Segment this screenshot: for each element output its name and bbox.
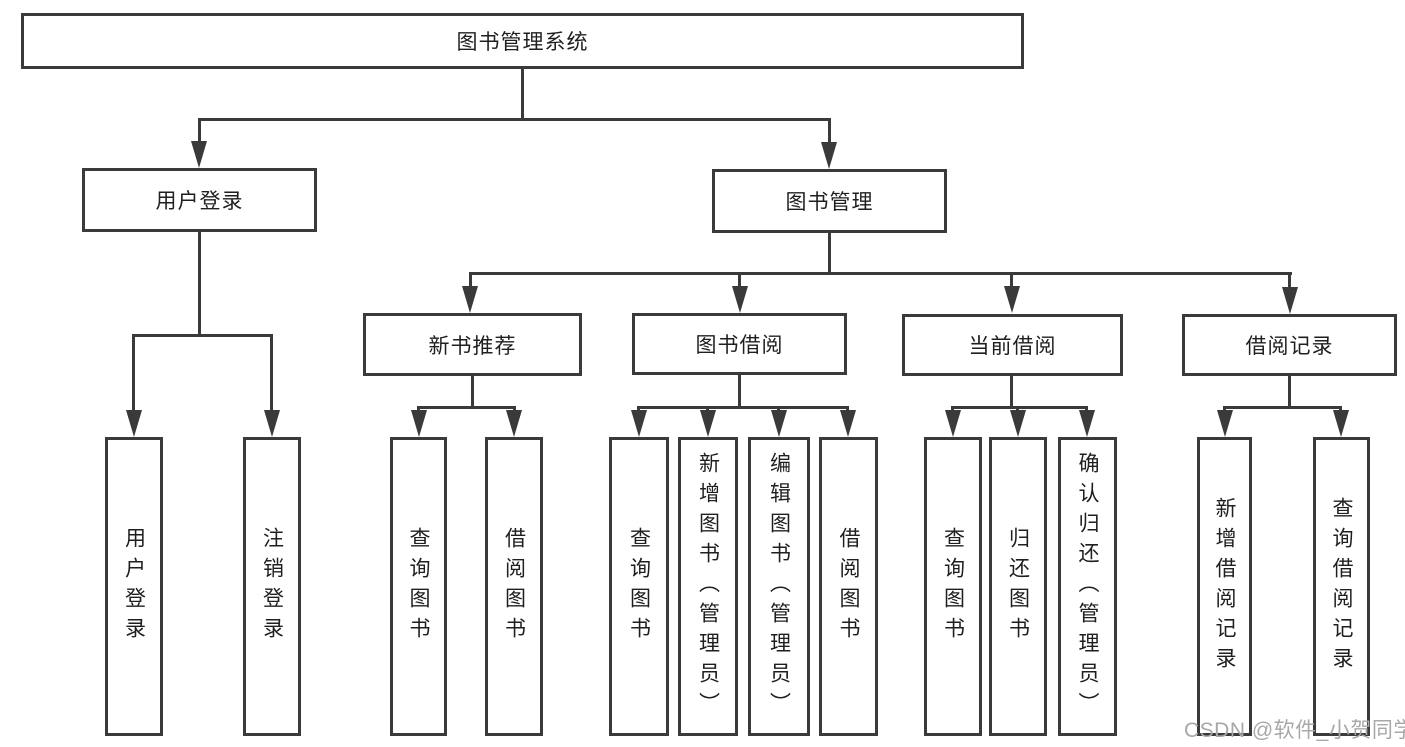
leaf-label: 查询图书 — [407, 526, 430, 647]
leaf-return-books: 归还图书 — [989, 437, 1047, 736]
arrow-down-icon — [840, 410, 856, 437]
leaf-label: 新增图书（管理员） — [696, 451, 720, 722]
arrow-down-icon — [945, 410, 961, 437]
arrow-down-icon — [1004, 286, 1020, 313]
arrow-down-icon — [191, 141, 207, 168]
arrow-down-icon — [700, 410, 716, 437]
leaf-query-books-current: 查询图书 — [924, 437, 982, 736]
watermark: CSDN @软件_小贺同学 — [1184, 719, 1405, 742]
connector-line — [132, 334, 273, 337]
connector-line — [828, 118, 831, 144]
node-library-management-system: 图书管理系统 — [21, 13, 1024, 69]
leaf-label: 新增借阅记录 — [1213, 496, 1236, 677]
arrow-down-icon — [1282, 287, 1298, 314]
connector-line — [738, 272, 741, 288]
node-new-book-recommendation: 新书推荐 — [363, 313, 582, 376]
connector-line — [1288, 376, 1291, 406]
leaf-label: 查询图书 — [941, 526, 965, 647]
leaf-label: 用户登录 — [122, 526, 146, 647]
leaf-borrow-books: 借阅图书 — [819, 437, 878, 736]
arrow-down-icon — [411, 410, 427, 437]
node-borrowing-records: 借阅记录 — [1182, 314, 1397, 376]
node-label: 当前借阅 — [968, 335, 1057, 358]
arrow-down-icon — [1333, 410, 1349, 437]
node-label: 借阅记录 — [1245, 335, 1334, 358]
node-label: 图书管理 — [785, 191, 874, 214]
arrow-down-icon — [126, 410, 142, 437]
leaf-user-login: 用户登录 — [105, 437, 163, 736]
arrow-down-icon — [821, 142, 837, 169]
leaf-label: 借阅图书 — [837, 526, 860, 647]
connector-line — [469, 272, 1292, 275]
node-label: 图书借阅 — [695, 334, 784, 357]
connector-line — [951, 406, 1088, 409]
arrow-down-icon — [1010, 410, 1026, 437]
leaf-add-borrow-record: 新增借阅记录 — [1197, 437, 1252, 736]
arrow-down-icon — [732, 286, 748, 313]
leaf-label: 确认归还（管理员） — [1076, 451, 1099, 722]
leaf-label: 借阅图书 — [502, 526, 526, 647]
arrow-down-icon — [771, 410, 787, 437]
arrow-down-icon — [462, 286, 478, 313]
connector-line — [1010, 376, 1013, 406]
connector-line — [132, 334, 135, 412]
leaf-query-borrow-record: 查询借阅记录 — [1313, 437, 1370, 736]
node-book-borrowing: 图书借阅 — [632, 313, 847, 375]
node-user-login: 用户登录 — [82, 168, 317, 232]
connector-line — [471, 376, 474, 406]
connector-line — [469, 272, 472, 288]
arrow-down-icon — [1079, 410, 1095, 437]
connector-line — [198, 232, 201, 334]
connector-line — [417, 406, 516, 409]
node-label: 新书推荐 — [428, 334, 517, 358]
node-current-borrowing: 当前借阅 — [902, 314, 1123, 376]
connector-line — [1010, 272, 1013, 288]
arrow-down-icon — [1217, 410, 1233, 437]
leaf-label: 注销登录 — [260, 526, 284, 647]
leaf-edit-books-admin: 编辑图书（管理员） — [748, 437, 810, 736]
leaf-label: 编辑图书（管理员） — [767, 451, 791, 722]
leaf-borrow-books-recommend: 借阅图书 — [485, 437, 543, 736]
leaf-add-books-admin: 新增图书（管理员） — [678, 437, 738, 736]
arrow-down-icon — [264, 410, 280, 437]
node-book-management: 图书管理 — [712, 169, 947, 233]
leaf-query-books-recommend: 查询图书 — [390, 437, 447, 736]
node-label: 用户登录 — [155, 190, 244, 213]
leaf-label: 归还图书 — [1006, 526, 1030, 647]
leaf-label: 查询图书 — [627, 526, 651, 647]
leaf-query-books-borrowing: 查询图书 — [609, 437, 669, 736]
connector-line — [270, 334, 273, 412]
arrow-down-icon — [506, 410, 522, 437]
connector-line — [198, 118, 201, 144]
node-label: 图书管理系统 — [456, 31, 589, 54]
connector-line — [1288, 272, 1291, 288]
connector-line — [1223, 406, 1342, 409]
connector-line — [521, 69, 524, 118]
arrow-down-icon — [631, 410, 647, 437]
leaf-label: 查询借阅记录 — [1330, 496, 1353, 677]
connector-line — [637, 406, 849, 409]
connector-line — [738, 375, 741, 406]
connector-line — [828, 233, 831, 272]
connector-line — [198, 118, 831, 121]
leaf-logout: 注销登录 — [243, 437, 301, 736]
leaf-confirm-return-admin: 确认归还（管理员） — [1058, 437, 1117, 736]
